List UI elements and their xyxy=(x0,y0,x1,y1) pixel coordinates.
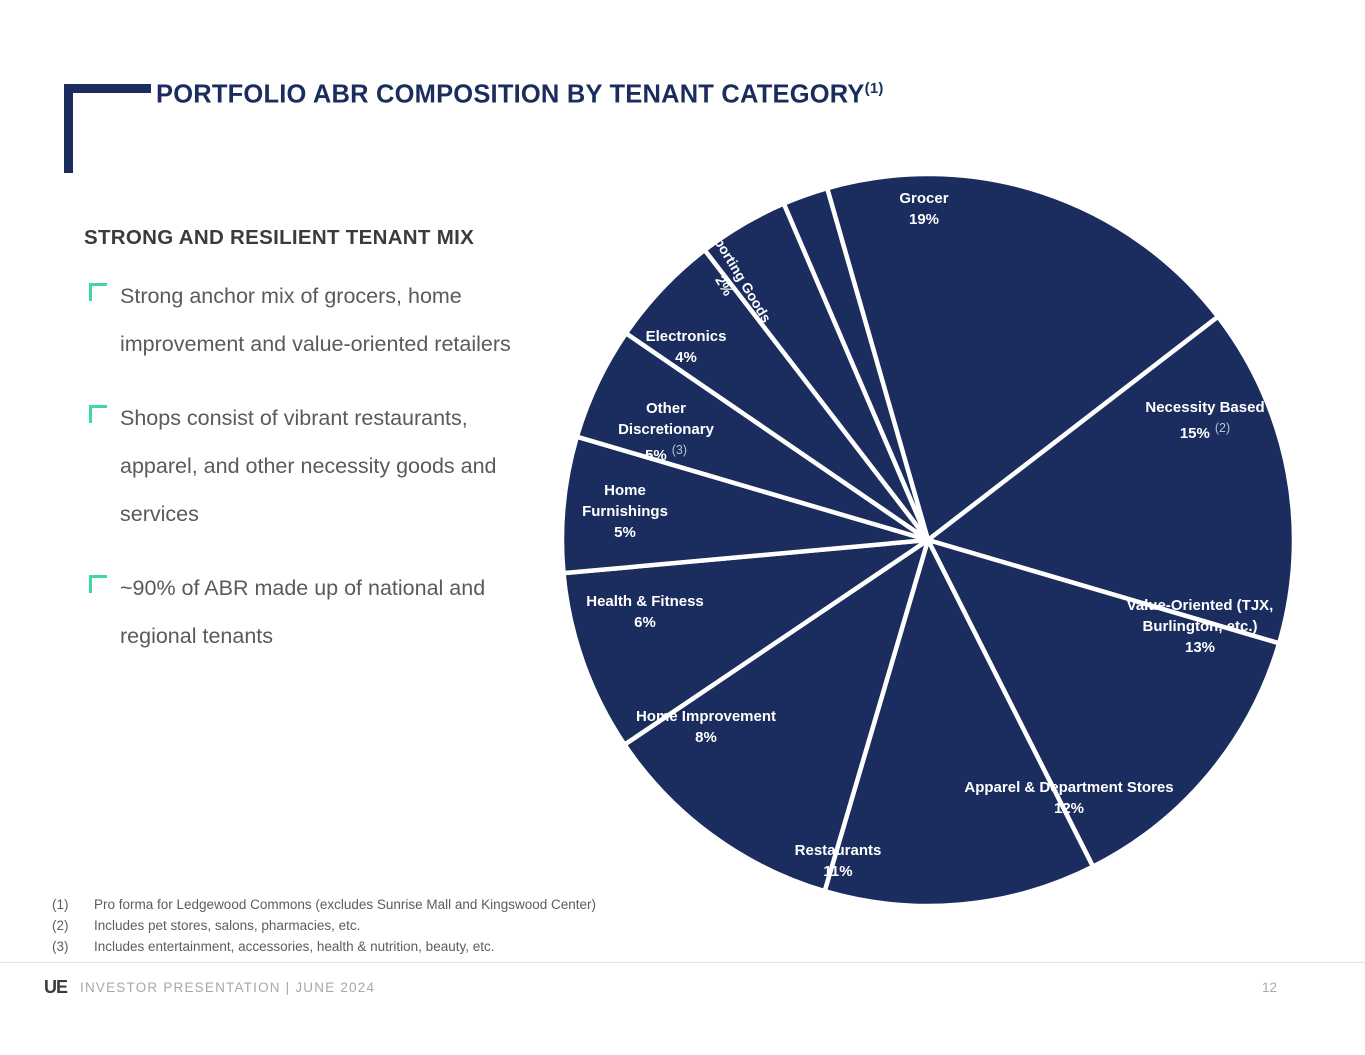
pie-label-value-oriented-name-line2: Burlington, etc.) xyxy=(1142,618,1258,635)
pie-slice xyxy=(781,185,931,543)
pie-label-grocer-name: Grocer xyxy=(899,190,949,207)
pie-label-health-fitness-value: 6% xyxy=(634,614,656,631)
bullet-text: Shops consist of vibrant restaurants, ap… xyxy=(120,406,497,526)
pie-label-grocer: Grocer 19% xyxy=(860,188,988,230)
pie-label-apparel-department-stores: Apparel & Department Stores 12% xyxy=(944,777,1194,819)
list-item: Strong anchor mix of grocers, home impro… xyxy=(84,272,514,368)
left-panel-bullet-list: Strong anchor mix of grocers, home impro… xyxy=(84,272,514,686)
pie-label-apparel-value: 12% xyxy=(1053,800,1085,817)
necessity-footnote-marker: (2) xyxy=(1214,421,1231,435)
pie-label-home-improvement: Home Improvement 8% xyxy=(620,706,792,748)
pie-label-other-discretionary-name-line1: Other xyxy=(645,400,686,417)
pie-label-value-oriented-name-line1: Value-Oriented (TJX, xyxy=(1126,597,1274,614)
footnote-number: (3) xyxy=(52,939,69,954)
bullet-bracket-icon xyxy=(89,283,107,301)
footnote-number: (1) xyxy=(52,897,69,912)
bullet-bracket-icon xyxy=(89,575,107,593)
pie-label-sporting-goods: Sporting Goods 2% xyxy=(687,223,777,339)
list-item: ~90% of ABR made up of national and regi… xyxy=(84,564,514,660)
footnote-number: (2) xyxy=(52,918,69,933)
pie-label-necessity-based-value: 15% (2) xyxy=(1110,418,1300,444)
pie-label-necessity-based: Necessity Based 15% (2) xyxy=(1110,397,1300,444)
footnote-text: Pro forma for Ledgewood Commons (exclude… xyxy=(94,897,596,912)
footnote-row: (2) Includes pet stores, salons, pharmac… xyxy=(52,915,596,936)
pie-label-other-discretionary-name-line2: Discretionary xyxy=(618,421,714,438)
pie-label-restaurants-name: Restaurants xyxy=(794,842,882,859)
title-bracket-accent-icon xyxy=(64,84,151,173)
page-title-text: PORTFOLIO ABR COMPOSITION BY TENANT CATE… xyxy=(156,80,865,109)
pie-label-restaurants: Restaurants 11% xyxy=(778,840,898,882)
pie-label-home-improvement-name: Home Improvement xyxy=(635,708,777,725)
pie-label-other-discretionary: Other Discretionary 5% (3) xyxy=(608,398,724,466)
pie-label-home-furnishings-name-line2: Furnishings xyxy=(582,503,668,520)
pie-label-health-fitness: Health & Fitness 6% xyxy=(578,591,712,633)
page-title: PORTFOLIO ABR COMPOSITION BY TENANT CATE… xyxy=(156,80,884,110)
pie-label-home-furnishings-value: 5% xyxy=(614,524,636,541)
pie-label-grocer-value: 19% xyxy=(908,211,940,228)
left-panel-heading: STRONG AND RESILIENT TENANT MIX xyxy=(84,226,475,249)
bullet-text: ~90% of ABR made up of national and regi… xyxy=(120,576,486,648)
bullet-text: Strong anchor mix of grocers, home impro… xyxy=(120,284,511,356)
footer-caption: INVESTOR PRESENTATION | JUNE 2024 xyxy=(80,980,376,995)
other-discretionary-pct-text: 5% xyxy=(645,447,667,464)
pie-label-other-discretionary-value: 5% (3) xyxy=(608,440,724,466)
ue-logo: UE xyxy=(44,977,68,997)
footnotes-block: (1) Pro forma for Ledgewood Commons (exc… xyxy=(52,894,596,957)
pie-label-electronics-value: 4% xyxy=(675,349,697,366)
pie-label-health-fitness-name: Health & Fitness xyxy=(586,593,704,610)
pie-label-value-oriented: Value-Oriented (TJX, Burlington, etc.) 1… xyxy=(1100,595,1300,658)
other-discretionary-footnote-marker: (3) xyxy=(671,443,687,457)
footer-divider xyxy=(0,962,1365,963)
page-title-footnote-marker: (1) xyxy=(864,80,884,97)
page-number: 12 xyxy=(1262,980,1278,995)
footnote-text: Includes pet stores, salons, pharmacies,… xyxy=(94,918,361,933)
pie-label-value-oriented-value: 13% xyxy=(1184,639,1216,656)
pie-label-restaurants-value: 11% xyxy=(823,863,853,880)
pie-label-home-furnishings: Home Furnishings 5% xyxy=(573,480,677,543)
pie-label-electronics-name: Electronics xyxy=(645,328,727,345)
pie-label-home-furnishings-name-line1: Home xyxy=(604,482,646,499)
bullet-bracket-icon xyxy=(89,405,107,423)
footnote-row: (1) Pro forma for Ledgewood Commons (exc… xyxy=(52,894,596,915)
pie-label-necessity-based-name: Necessity Based xyxy=(1145,399,1265,416)
footnote-text: Includes entertainment, accessories, hea… xyxy=(94,939,495,954)
necessity-pct-text: 15% xyxy=(1179,425,1210,442)
footnote-row: (3) Includes entertainment, accessories,… xyxy=(52,936,596,957)
pie-label-electronics: Electronics 4% xyxy=(634,326,738,368)
pie-label-apparel-name: Apparel & Department Stores xyxy=(964,779,1174,796)
list-item: Shops consist of vibrant restaurants, ap… xyxy=(84,394,514,538)
pie-label-home-improvement-value: 8% xyxy=(695,729,717,746)
